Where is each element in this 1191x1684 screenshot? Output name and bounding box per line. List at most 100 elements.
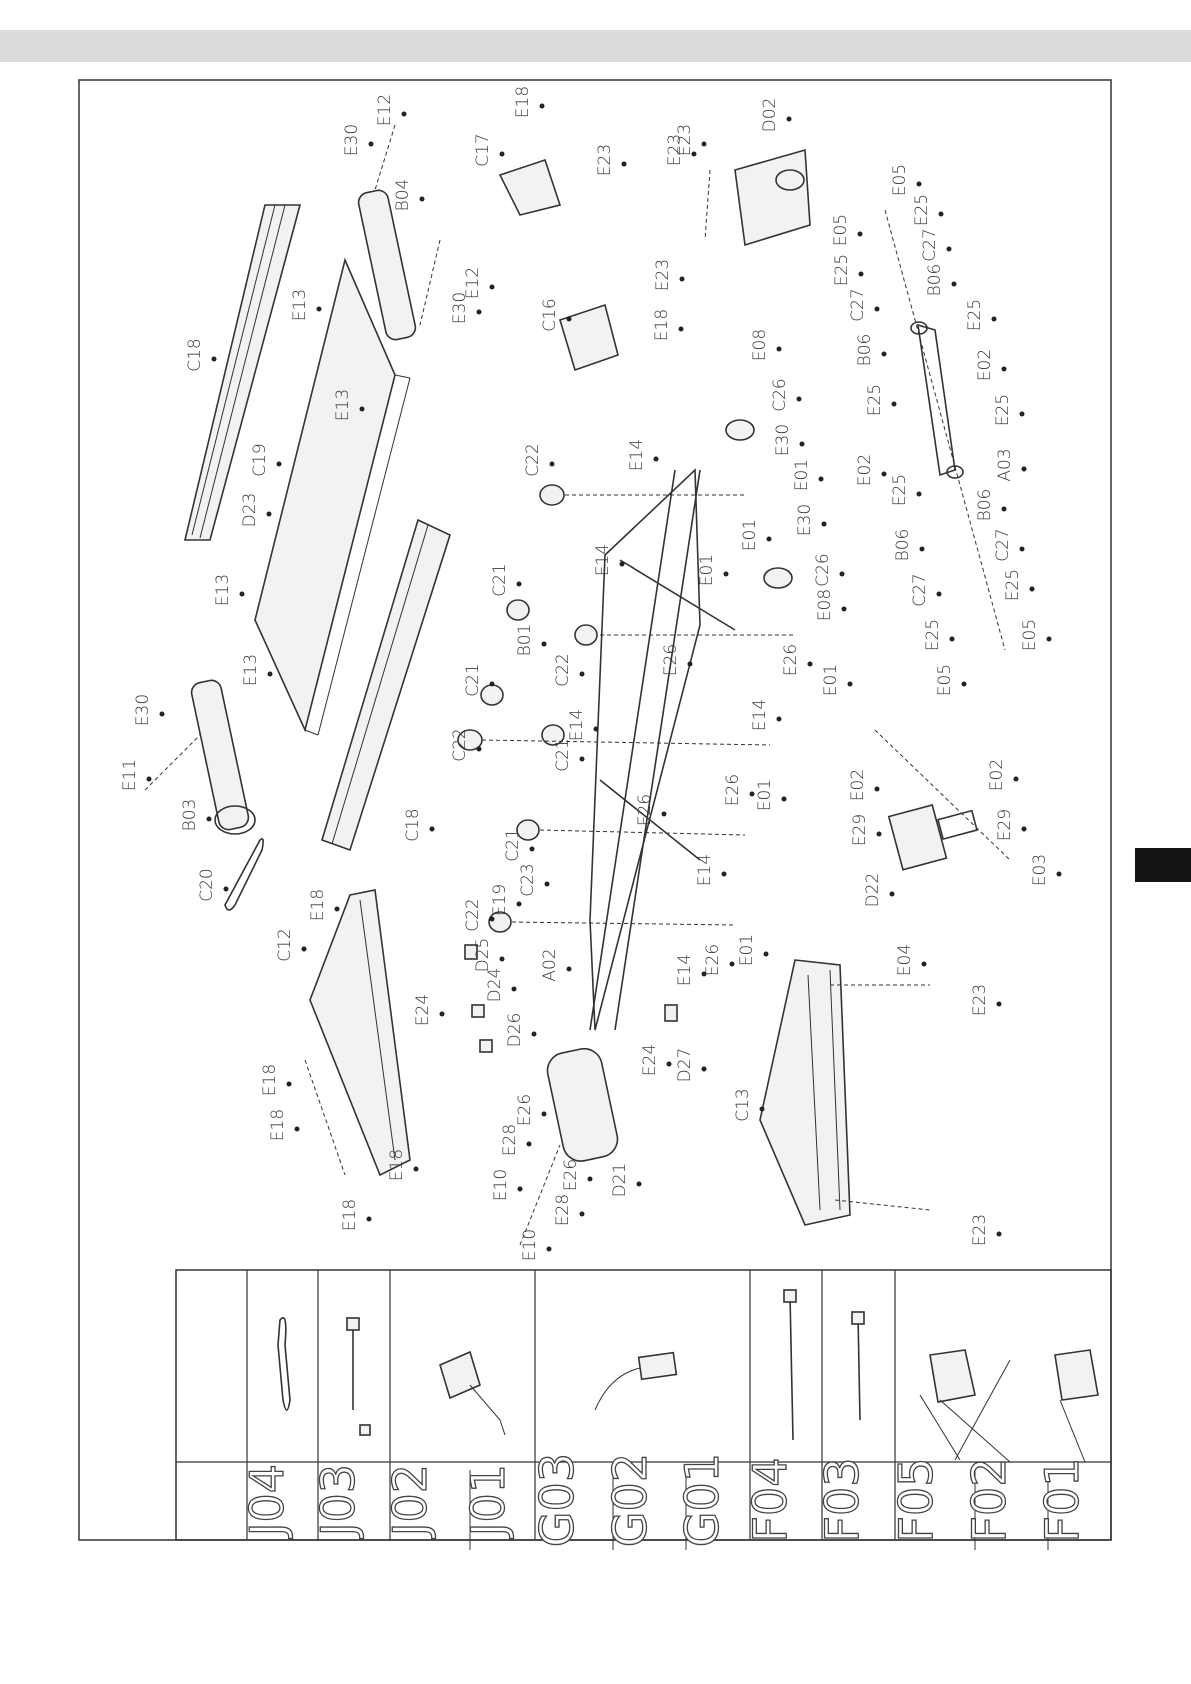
leader-lines: [144, 124, 1011, 1246]
fastener-dot: [876, 831, 882, 837]
fastener-dot: [938, 211, 944, 217]
part-label-e29: E29: [995, 809, 1015, 841]
damper-c22-b: [574, 624, 598, 646]
fastener-dot: [729, 961, 735, 967]
part-label-e13: E13: [290, 289, 310, 321]
fastener-dot: [366, 1216, 372, 1222]
part-label-c20: C20: [197, 868, 217, 902]
fastener-dot: [593, 726, 599, 732]
part-label-c21: C21: [553, 738, 573, 772]
fastener-dot: [1001, 506, 1007, 512]
fastener-dot: [499, 956, 505, 962]
part-label-e18: E18: [268, 1109, 288, 1141]
fastener-dot: [587, 1176, 593, 1182]
item-g-sketch: [637, 1351, 678, 1381]
fastener-dot: [1056, 871, 1062, 877]
fastener-dot: [549, 461, 555, 467]
rear-roller: [357, 189, 417, 341]
part-label-c18: C18: [185, 338, 205, 372]
part-label-e02: E02: [855, 454, 875, 486]
fastener-dot: [666, 1061, 672, 1067]
part-label-e04: E04: [895, 944, 915, 976]
fastener-dot: [419, 196, 425, 202]
fastener-dot: [636, 1181, 642, 1187]
motor-hood: [309, 889, 411, 1177]
part-d27: [664, 1004, 678, 1022]
part-label-e01: E01: [821, 664, 841, 696]
fastener-dot: [159, 711, 165, 717]
fastener-dot: [619, 561, 625, 567]
part-label-e26: E26: [561, 1159, 581, 1191]
cover-c16: [559, 303, 619, 372]
part-label-b06: B06: [855, 334, 875, 367]
parts-table: [175, 1269, 1112, 1550]
fastener-dot: [687, 661, 693, 667]
fastener-dot: [206, 816, 212, 822]
part-label-e25: E25: [923, 619, 943, 651]
fastener-dot: [223, 886, 229, 892]
part-label-e10: E10: [520, 1229, 540, 1261]
fastener-dot: [701, 1066, 707, 1072]
part-label-e23: E23: [970, 984, 990, 1016]
section-tab: [1135, 848, 1191, 882]
fastener-dot: [1001, 366, 1007, 372]
fastener-dot: [721, 871, 727, 877]
part-label-e18: E18: [260, 1064, 280, 1096]
drive-motor: [546, 1047, 619, 1162]
fastener-dot: [921, 961, 927, 967]
part-label-e30: E30: [342, 124, 362, 156]
part-label-e25: E25: [865, 384, 885, 416]
fastener-dot: [916, 491, 922, 497]
part-label-e26: E26: [723, 774, 743, 806]
part-label-c16: C16: [540, 298, 560, 332]
part-label-e25: E25: [993, 394, 1013, 426]
fastener-dot: [476, 746, 482, 752]
fastener-dot: [821, 521, 827, 527]
fastener-dot: [701, 971, 707, 977]
part-label-d23: D23: [240, 493, 260, 528]
part-label-e01: E01: [792, 459, 812, 491]
fastener-dot: [539, 103, 545, 109]
fastener-dot: [857, 231, 863, 237]
part-label-c13: C13: [733, 1088, 753, 1122]
part-label-e25: E25: [890, 474, 910, 506]
part-label-c19: C19: [250, 443, 270, 477]
part-label-c22: C22: [553, 653, 573, 687]
table-code-j01: J01: [461, 1464, 515, 1539]
fastener-dot: [949, 636, 955, 642]
fastener-dot: [839, 571, 845, 577]
fastener-dot: [1019, 411, 1025, 417]
item-f03-sketch: [857, 1314, 861, 1421]
part-label-c27: C27: [993, 528, 1013, 562]
part-label-b04: B04: [393, 179, 413, 212]
fastener-dot: [517, 1186, 523, 1192]
part-label-d22: D22: [863, 873, 883, 908]
fastener-dot: [621, 161, 627, 167]
part-label-e30: E30: [450, 292, 470, 324]
part-label-c22: C22: [450, 728, 470, 762]
part-label-e14: E14: [627, 439, 647, 471]
part-label-e14: E14: [593, 544, 613, 576]
fastener-dot: [516, 581, 522, 587]
fastener-dot: [881, 351, 887, 357]
part-label-c27: C27: [920, 228, 940, 262]
fastener-dot: [776, 716, 782, 722]
fastener-dot: [276, 461, 282, 467]
part-label-e01: E01: [697, 554, 717, 586]
fastener-dot: [489, 681, 495, 687]
fastener-dot: [316, 306, 322, 312]
damper-c22-d: [488, 911, 512, 933]
part-label-e29: E29: [850, 814, 870, 846]
fastener-dot: [511, 986, 517, 992]
fastener-dot: [526, 1141, 532, 1147]
part-label-e24: E24: [413, 994, 433, 1026]
part-label-e13: E13: [241, 654, 261, 686]
fastener-dot: [413, 1166, 419, 1172]
part-label-a02: A02: [540, 948, 560, 981]
fastener-dot: [546, 1246, 552, 1252]
fastener-dot: [294, 1126, 300, 1132]
base-tray: [759, 959, 851, 1226]
fastener-dot: [749, 791, 755, 797]
table-code-f02: F02: [962, 1458, 1016, 1543]
part-label-d02: D02: [760, 98, 780, 133]
